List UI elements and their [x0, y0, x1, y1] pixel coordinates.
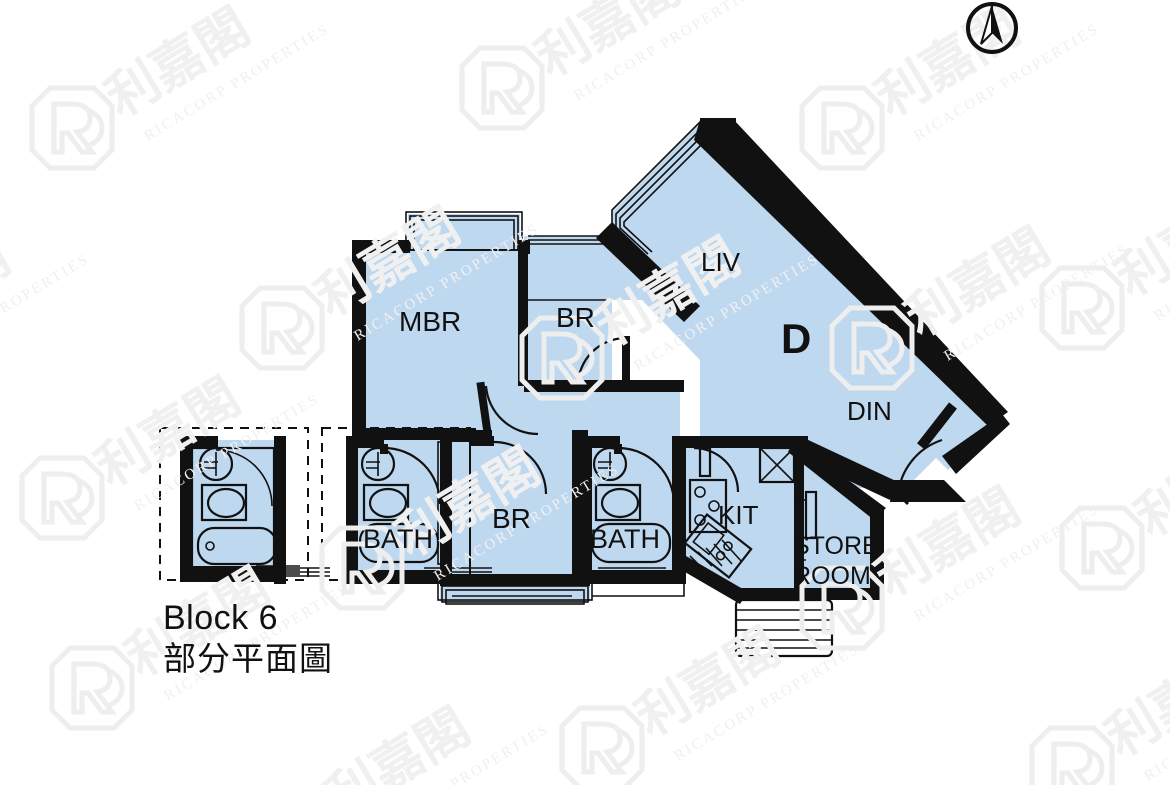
room-label-liv: LIV — [701, 247, 741, 277]
room-label-br-lower: BR — [492, 503, 531, 534]
room-label-store: STORE — [793, 532, 879, 560]
page-title-zh: 部分平面圖 — [163, 639, 333, 678]
kitchen-fixtures — [683, 446, 796, 579]
unit-letter: D — [781, 315, 812, 362]
room-label-bath-left: BATH — [363, 524, 434, 554]
room-label-store-second-line: ROOM — [793, 562, 871, 590]
room-label-kit: KIT — [718, 500, 759, 530]
title-block: Block 6 部分平面圖 — [163, 598, 333, 680]
room-label-br-upper: BR — [556, 302, 595, 333]
north-arrow-icon — [966, 2, 1018, 54]
page-title-en: Block 6 — [163, 599, 278, 637]
room-label-bath-right: BATH — [590, 524, 661, 554]
room-label-mbr: MBR — [399, 306, 462, 337]
room-label-din: DIN — [847, 396, 892, 426]
